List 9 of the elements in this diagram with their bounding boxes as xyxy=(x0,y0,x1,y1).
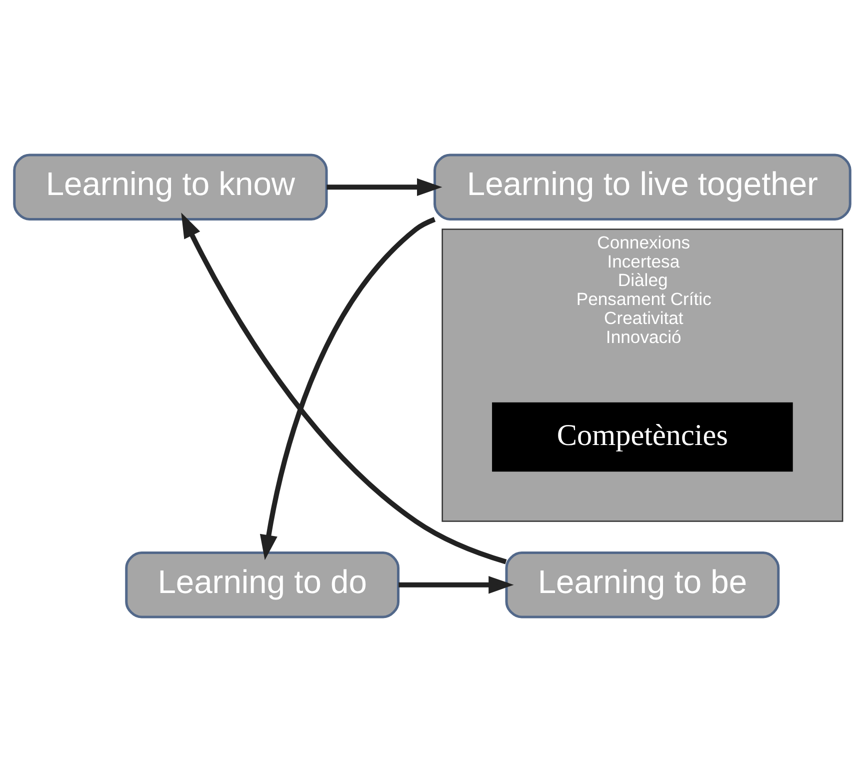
node-box: Competències xyxy=(492,402,792,472)
node-box: Learning to live together xyxy=(433,153,851,220)
node-box: Learning to know xyxy=(12,153,328,220)
arrow xyxy=(326,178,442,196)
arrow xyxy=(259,216,436,560)
node-box: Learning to do xyxy=(124,551,400,618)
arrow xyxy=(180,212,506,564)
arrow xyxy=(398,576,514,594)
node-box: Learning to be xyxy=(504,551,780,618)
